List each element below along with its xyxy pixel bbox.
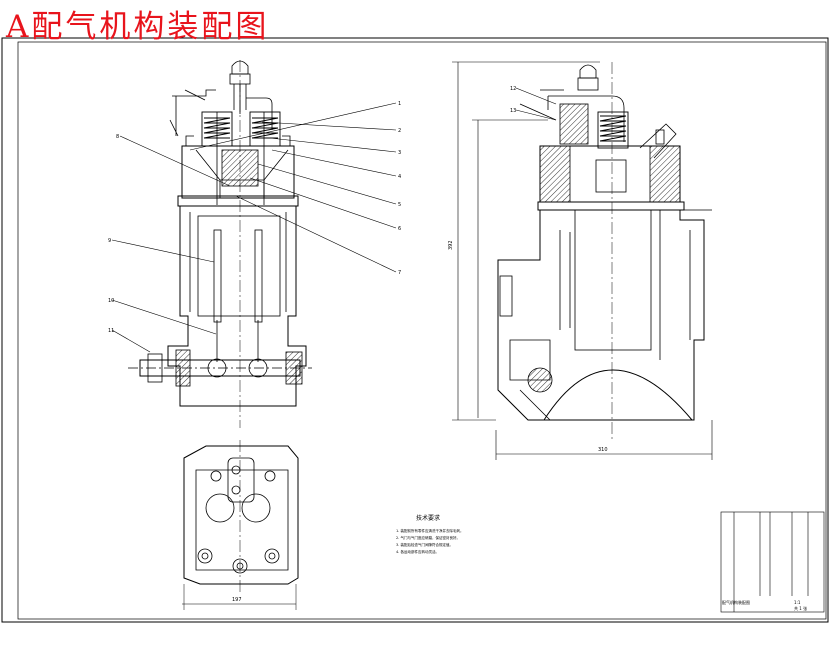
part-number-9: 9 [108,238,111,244]
part-number-10: 10 [108,298,114,304]
leader-line-left-6 [249,177,397,229]
part-number-12: 12 [510,86,516,92]
dimension-lines [452,61,713,460]
inner-border [17,41,827,620]
drawing-sheet-count: 共 1 张 [794,605,807,611]
parts-list [720,511,825,613]
part-number-2: 2 [398,128,401,134]
leader-lines [111,87,557,353]
note-2: 2. 气门与气门座应研磨，保证密封良好。 [396,535,460,540]
part-number-1: 1 [398,101,401,107]
front-section-view [128,60,312,428]
crank-arch [543,369,693,421]
drawing-title: A配气机构装配图 [6,9,270,45]
leader-line-left-7 [235,195,397,273]
side-section-view [452,61,713,460]
leader-line-left-2 [261,121,397,131]
leader-line-left-11 [111,329,151,353]
leader-line-left-1 [189,102,397,151]
part-number-6: 6 [398,226,401,232]
outer-border [1,37,829,623]
part-number-13: 13 [510,108,516,114]
part-number-11: 11 [108,328,114,334]
leader-line-left-5 [257,163,397,205]
part-number-7: 7 [398,270,401,276]
part-number-3: 3 [398,150,401,156]
notes-heading: 技术要求 [416,514,440,522]
leader-line-left-9 [111,239,215,263]
injector-body [559,103,589,145]
dim-base-width: 310 [598,447,608,453]
valve-springs [201,111,281,147]
part-number-5: 5 [398,202,401,208]
dim-overall-height: 392 [448,240,454,250]
part-number-8: 8 [116,134,119,140]
leader-line-right-1 [515,87,557,105]
leader-line-left-4 [271,149,397,177]
title-block: 配气机构装配图 1:1 共 1 张 [722,599,807,611]
leader-line-left-3 [269,137,397,153]
leader-line-right-2 [515,109,557,121]
technical-notes: 技术要求 1. 装配前所有零件应清洗干净并去除毛刺。 2. 气门与气门座应研磨，… [396,514,463,554]
leader-line-left-10 [111,299,217,335]
plan-view [182,440,299,610]
dim-plan-width: 197 [232,597,242,603]
note-3: 3. 装配后检查气门间隙符合规定值。 [396,542,453,547]
note-4: 4. 各运动部件应转动灵活。 [396,549,439,554]
right-spring [597,111,629,149]
drawing-name: 配气机构装配图 [722,599,750,605]
part-number-4: 4 [398,174,401,180]
drawing-scale: 1:1 [794,600,801,605]
leader-line-left-8 [119,135,231,187]
note-1: 1. 装配前所有零件应清洗干净并去除毛刺。 [396,528,463,533]
